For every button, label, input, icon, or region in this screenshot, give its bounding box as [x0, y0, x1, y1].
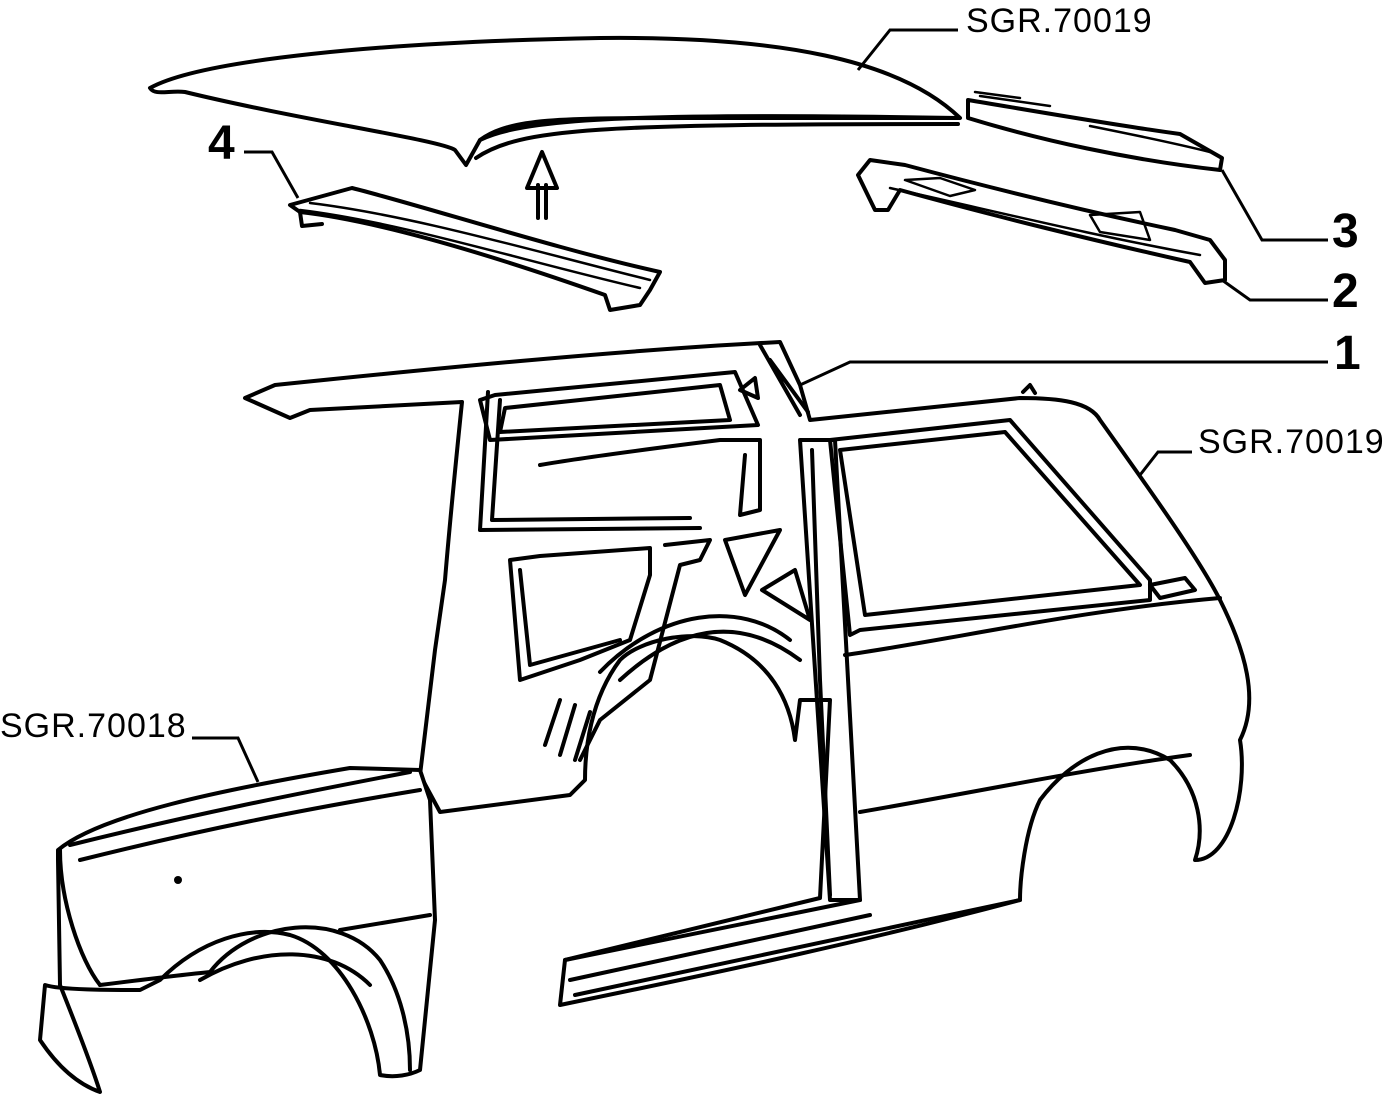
leader-part-3: [1220, 169, 1328, 242]
leader-ref-body-side: [1138, 450, 1192, 476]
part-number-4: 4: [208, 117, 235, 170]
part-number-3: 3: [1332, 205, 1359, 258]
leader-lines: [192, 28, 1328, 783]
part-number-1: 1: [1334, 327, 1361, 380]
leader-part-2: [1221, 278, 1328, 302]
ref-front-wing-label: SGR.70018: [0, 707, 187, 745]
roof-panel: [148, 35, 962, 167]
leader-part-4: [244, 150, 300, 199]
ref-roof-label: SGR.70019: [966, 2, 1153, 40]
part-4-roof-crossmember: [288, 186, 662, 312]
leader-ref-front-wing: [192, 736, 260, 783]
part-3-rear-roof-rail: [966, 90, 1224, 172]
leader-ref-roof: [856, 28, 958, 71]
part-1-body-side-frame: [243, 340, 1252, 1007]
part-number-2: 2: [1332, 265, 1359, 318]
ref-body-side-label: SGR.70019: [1198, 423, 1385, 461]
front-wing-panel: [38, 766, 437, 1094]
leader-part-1: [799, 360, 1328, 387]
part-2-side-reinforcement: [856, 158, 1227, 285]
direction-arrow-icon: [525, 150, 559, 220]
